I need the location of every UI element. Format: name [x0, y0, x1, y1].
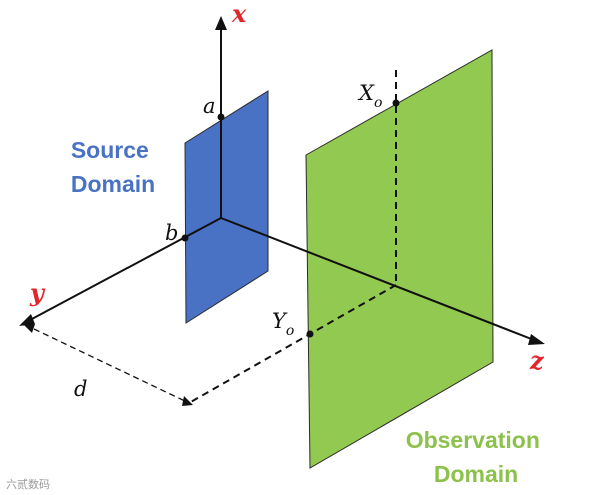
- watermark-text: 六贰数码: [6, 477, 50, 491]
- y-axis-arrowhead: [19, 314, 35, 326]
- point-xo: [392, 99, 400, 107]
- label-yo-sub: o: [286, 323, 294, 339]
- point-yo: [306, 330, 314, 338]
- label-yo: Yo: [272, 309, 294, 339]
- observation-domain-plane: [305, 49, 494, 469]
- point-a: [217, 113, 225, 121]
- source-domain-title-line2: Domain: [71, 171, 155, 197]
- source-domain-title-line1: Source: [71, 137, 149, 163]
- label-a: a: [203, 94, 216, 118]
- x-axis-arrowhead: [215, 16, 227, 30]
- distance-dashed-line: [33, 328, 190, 404]
- label-xo: Xo: [357, 81, 382, 111]
- observation-domain-title: Observation Domain: [406, 427, 547, 487]
- z-axis-arrowhead: [528, 334, 545, 345]
- observation-domain-title-line1: Observation: [406, 427, 540, 453]
- source-domain-title: Source Domain: [71, 137, 155, 197]
- label-xo-sub: o: [374, 95, 382, 111]
- point-b: [181, 234, 189, 242]
- label-xo-main: X: [357, 81, 375, 105]
- z-axis-line: [220, 217, 535, 341]
- source-domain-plane: [184, 90, 269, 324]
- y-axis-label: y: [29, 278, 46, 307]
- distance-arrowhead-left: [22, 323, 35, 333]
- label-d: d: [74, 377, 87, 401]
- observation-domain-title-line2: Domain: [434, 461, 518, 487]
- y-axis-line: [29, 217, 222, 321]
- label-b: b: [165, 221, 178, 245]
- label-yo-main: Y: [272, 309, 288, 333]
- x-axis-label: x: [231, 0, 247, 28]
- distance-arrowhead-right: [182, 396, 193, 406]
- yo-dashed-line: [188, 284, 397, 404]
- z-axis-label: z: [529, 346, 545, 375]
